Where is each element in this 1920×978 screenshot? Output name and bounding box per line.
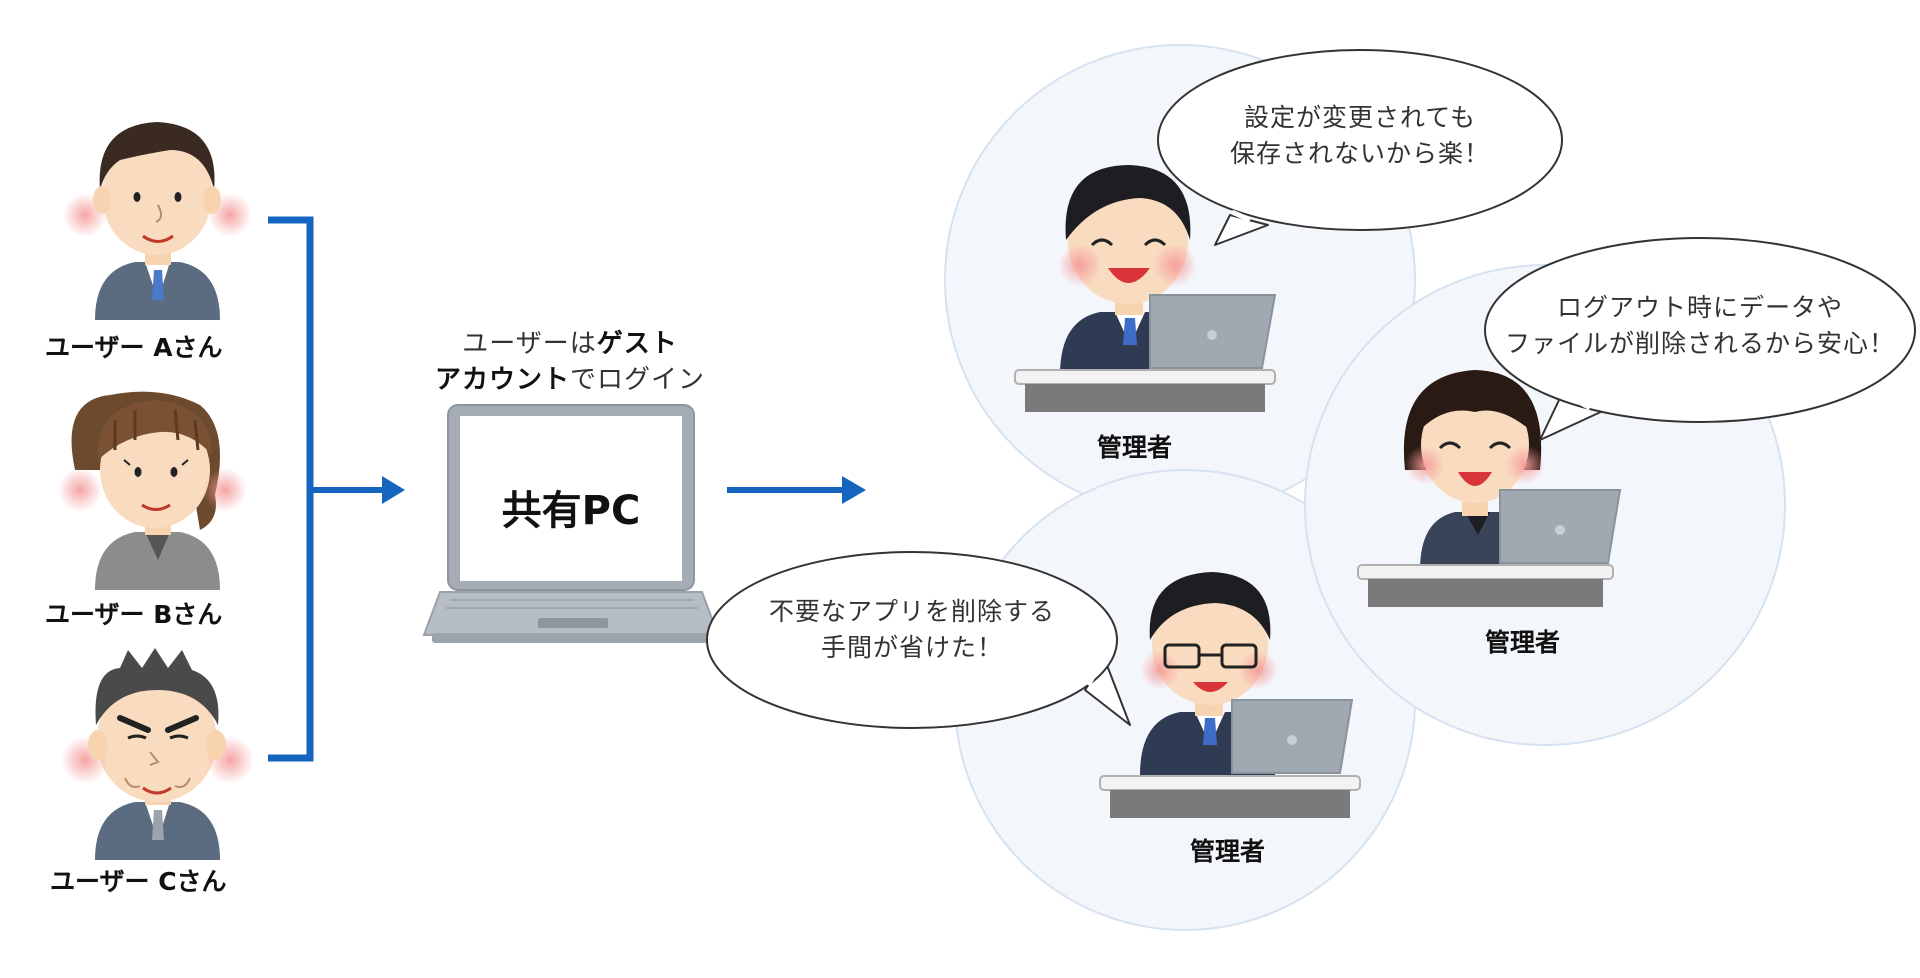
admin-1-figure: [1014, 165, 1277, 412]
caption-text: ユーザーは: [462, 329, 597, 359]
bubble-line: ファイルが削除されるから安心！: [1504, 329, 1895, 358]
speech-bubble-admin-1-text: 設定が変更されても 保存されないから楽！: [1160, 100, 1560, 172]
user-a-avatar: [63, 122, 252, 320]
admin-2-label: 管理者: [1485, 628, 1561, 657]
bubble-line: 不要なアプリを削除する: [768, 597, 1055, 626]
speech-bubble-admin-2: [1484, 237, 1916, 441]
bubble-line: 保存されないから楽！: [1229, 139, 1490, 168]
user-bracket: [268, 216, 314, 762]
caption-bold-text: ゲスト: [596, 329, 678, 359]
login-caption: ユーザーはゲスト アカウントでログイン: [420, 326, 720, 398]
admin-3-figure: [1099, 572, 1361, 818]
shared-pc-label: 共有PC: [501, 488, 641, 534]
speech-bubble-admin-3-text: 不要なアプリを削除する 手間が省けた！: [712, 594, 1112, 666]
pc-to-admin-arrowhead: [842, 476, 866, 504]
caption-text: でログイン: [570, 365, 706, 395]
caption-bold-text: アカウント: [434, 365, 570, 395]
user-to-pc-arrowhead: [382, 476, 405, 504]
login-caption-line-1: ユーザーはゲスト: [420, 326, 720, 362]
user-b-label: ユーザー Bさん: [45, 600, 223, 629]
user-c-avatar: [61, 648, 254, 860]
speech-bubble-admin-2-text: ログアウト時にデータや ファイルが削除されるから安心！: [1490, 290, 1910, 362]
speech-bubble-admin-3: [706, 551, 1131, 729]
login-caption-line-2: アカウントでログイン: [420, 362, 720, 398]
shared-pc-laptop: [422, 404, 720, 643]
bubble-line: 設定が変更されても: [1243, 103, 1476, 132]
bubble-line: ログアウト時にデータや: [1556, 293, 1843, 322]
user-c-label: ユーザー Cさん: [50, 867, 227, 896]
user-a-label: ユーザー Aさん: [45, 333, 223, 362]
admin-1-label: 管理者: [1097, 433, 1173, 462]
admin-3-label: 管理者: [1190, 837, 1266, 866]
bubble-line: 手間が省けた！: [820, 633, 1003, 662]
user-b-avatar: [58, 391, 247, 590]
speech-bubble-admin-1: [1157, 49, 1563, 246]
admin-2-figure: [1357, 370, 1622, 607]
